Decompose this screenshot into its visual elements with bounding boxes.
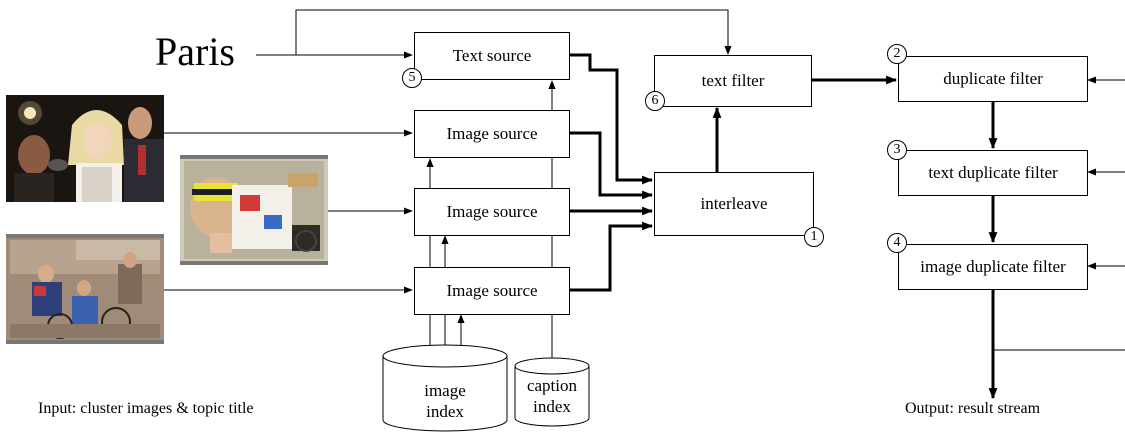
image-source-box-2: Image source — [414, 188, 570, 236]
stage-number-text-filter: 6 — [645, 91, 665, 111]
text-filter-box: text filter — [654, 55, 812, 107]
output-caption: Output: result stream — [905, 400, 1041, 417]
stage-number-text-duplicate-filter: 3 — [887, 140, 907, 160]
stage-number-duplicate-filter: 2 — [887, 44, 907, 64]
interleave-box: interleave — [654, 172, 814, 236]
image-source-3-to-interleave-arrow — [570, 221, 654, 292]
image-index-label: image index — [390, 380, 500, 422]
image-index-line2: index — [426, 402, 464, 421]
photo-cyclists-race — [6, 234, 164, 344]
photo-cyclist-closeup — [180, 155, 328, 265]
caption-index-label: caption index — [515, 375, 589, 417]
text-source-box: Text source — [414, 32, 570, 80]
caption-index-cylinder — [514, 357, 590, 427]
image-index-line1: image — [424, 381, 466, 400]
image-source-box-3: Image source — [414, 267, 570, 315]
caption-index-line1: caption — [526, 376, 578, 395]
input-caption: Input: cluster images & topic title — [38, 400, 254, 417]
text-duplicate-filter-box: text duplicate filter — [898, 150, 1088, 196]
paris-to-text-filter-arrow — [295, 9, 732, 55]
query-title: Paris — [155, 29, 235, 74]
stage-number-image-duplicate-filter: 4 — [887, 233, 907, 253]
stage-number-interleave: 1 — [804, 227, 824, 247]
image-source-box-1: Image source — [414, 110, 570, 158]
text-source-to-interleave-arrow — [570, 53, 654, 185]
image-index-cylinder — [382, 344, 508, 432]
image-source-1-to-interleave-arrow — [570, 131, 654, 200]
caption-index-line2: index — [533, 397, 571, 416]
image-duplicate-filter-box: image duplicate filter — [898, 244, 1088, 290]
photo-celebrity-crowd — [6, 95, 164, 202]
stage-number-text-source: 5 — [402, 68, 422, 88]
duplicate-filter-box: duplicate filter — [898, 56, 1088, 102]
